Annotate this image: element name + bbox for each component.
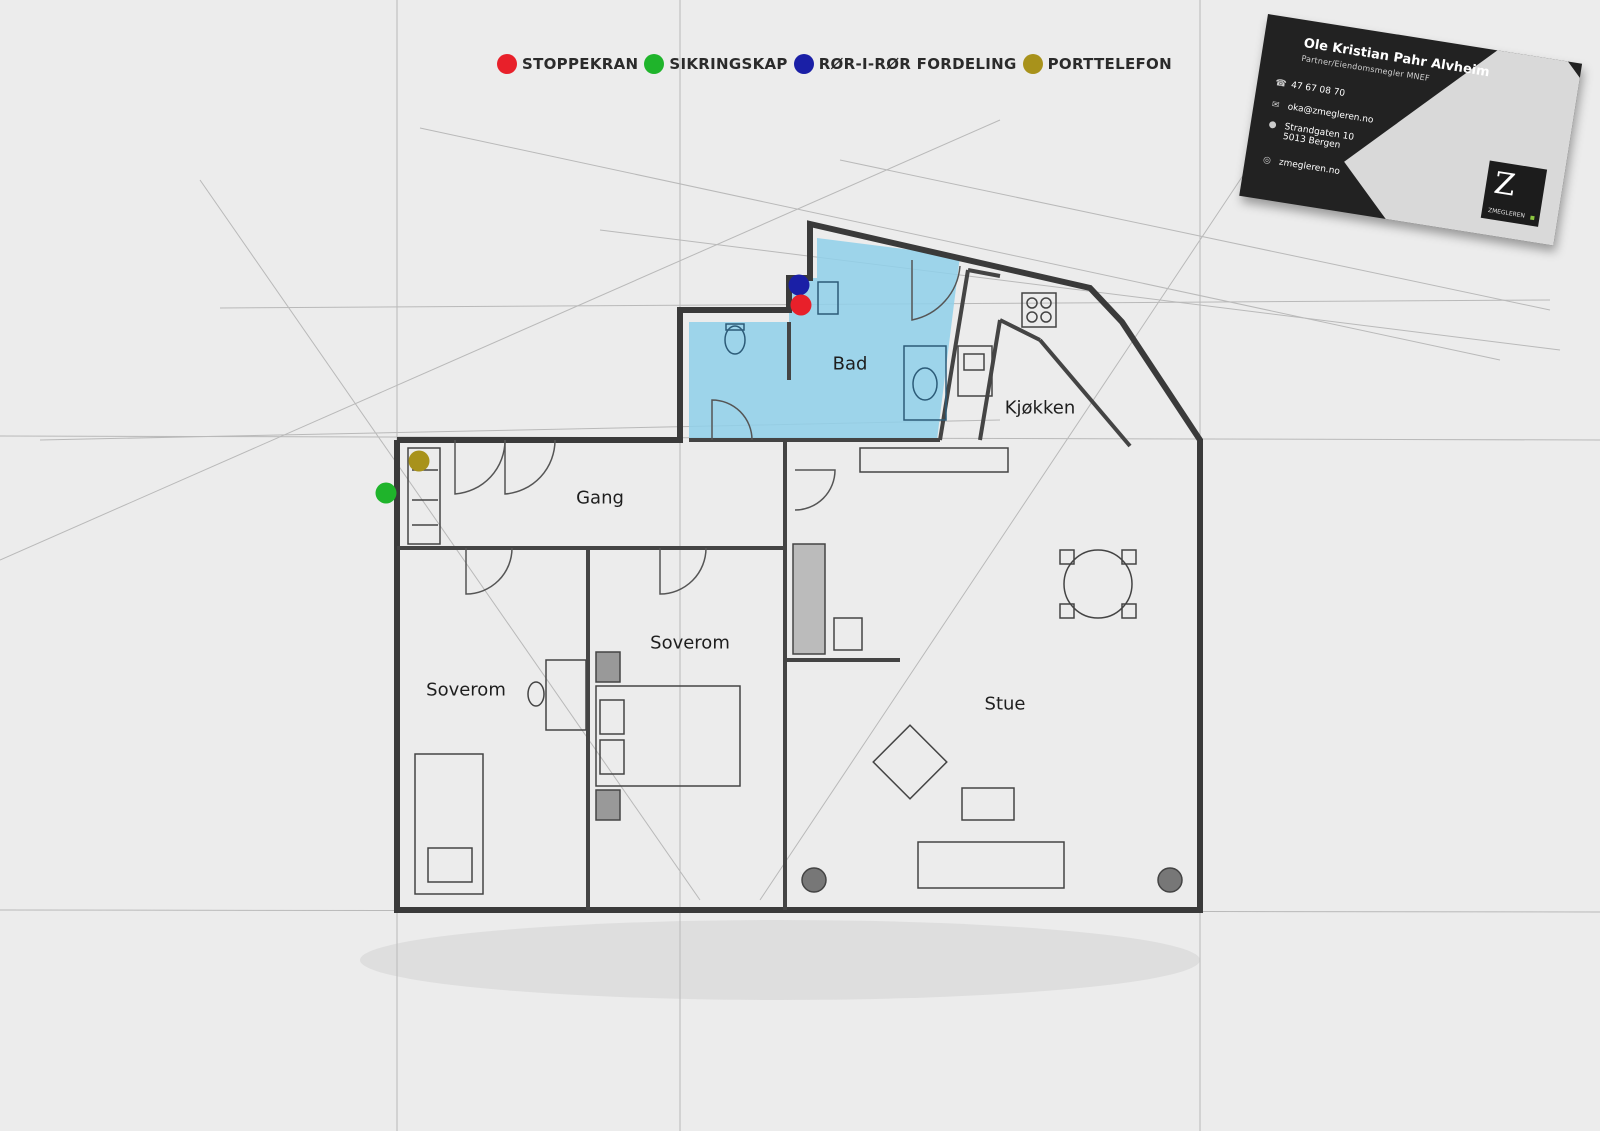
room-label-kjokken: Kjøkken	[1004, 397, 1076, 419]
room-label-bad: Bad	[832, 353, 868, 375]
sikringskap-marker	[375, 482, 397, 504]
ror-i-ror-marker	[788, 274, 810, 296]
bathroom-area	[689, 238, 960, 440]
logo-text: ZMEGLEREN	[1487, 206, 1526, 220]
legend: STOPPEKRAN SIKRINGSKAP RØR-I-RØR FORDELI…	[497, 54, 1176, 74]
stoppekran-marker	[790, 294, 812, 316]
card-address-row: ● Strandgaten 10 5013 Bergen	[1266, 119, 1355, 153]
room-label-soverom-left: Soverom	[426, 679, 506, 701]
outer-walls	[394, 220, 1203, 913]
legend-item-stoppekran: STOPPEKRAN	[497, 54, 638, 74]
phone-icon: ☎	[1274, 78, 1288, 90]
bedroom-left-furniture	[414, 659, 587, 895]
mail-icon: ✉	[1271, 99, 1281, 111]
interior-walls	[397, 268, 1132, 910]
porttelefon-marker	[408, 450, 430, 472]
legend-label: RØR-I-RØR FORDELING	[818, 55, 1017, 73]
red-dot-icon	[497, 54, 517, 74]
living-room-furniture	[792, 543, 1183, 893]
globe-icon: ◎	[1262, 155, 1272, 167]
floor-shadow	[360, 920, 1200, 1000]
blue-dot-icon	[793, 54, 814, 74]
olive-dot-icon	[1022, 54, 1043, 74]
company-logo: Z ZMEGLEREN	[1480, 160, 1548, 227]
logo-mark-icon: Z	[1491, 165, 1518, 204]
card-email: oka@zmegleren.no	[1286, 102, 1375, 126]
kitchen-fixtures	[859, 292, 1057, 473]
room-label-soverom-mid: Soverom	[650, 632, 730, 654]
legend-label: SIKRINGSKAP	[669, 55, 788, 73]
legend-item-porttelefon: PORTTELEFON	[1022, 54, 1172, 74]
card-phone-row: ☎ 47 67 08 70	[1275, 78, 1346, 99]
door-swings	[454, 260, 961, 595]
location-pin-icon: ●	[1267, 119, 1278, 131]
bedroom-mid-furniture	[595, 651, 741, 821]
room-label-stue: Stue	[984, 693, 1026, 715]
logo-accent-square	[1530, 215, 1535, 221]
legend-label: STOPPEKRAN	[522, 55, 639, 73]
card-website: zmegleren.no	[1278, 157, 1341, 178]
green-dot-icon	[644, 54, 665, 74]
card-website-row: ◎ zmegleren.no	[1262, 155, 1340, 177]
card-phone: 47 67 08 70	[1290, 80, 1346, 99]
legend-label: PORTTELEFON	[1047, 55, 1172, 73]
legend-item-sikringskap: SIKRINGSKAP	[644, 54, 787, 74]
legend-item-ror-i-ror: RØR-I-RØR FORDELING	[793, 54, 1017, 74]
bathroom-fixtures	[724, 281, 947, 421]
room-label-gang: Gang	[576, 487, 624, 509]
